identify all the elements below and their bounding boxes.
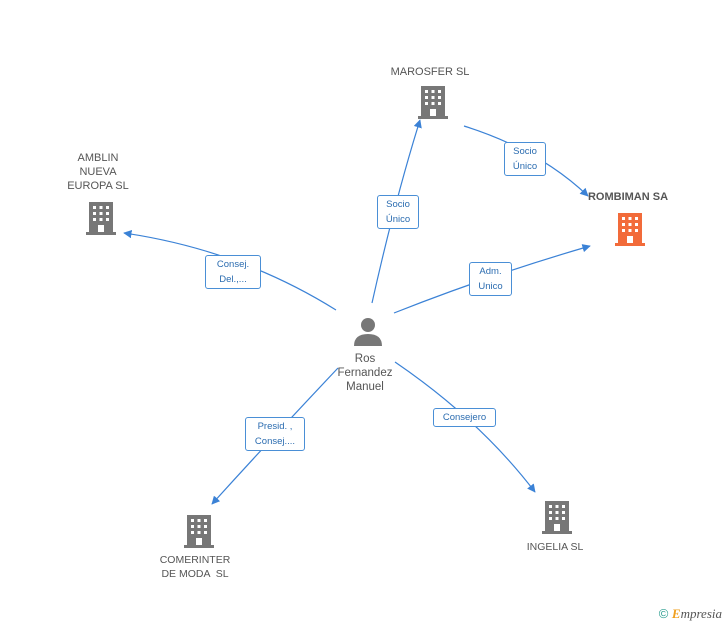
node-ingelia-label: INGELIA SL	[526, 541, 584, 553]
edge-label-line1: Socio	[513, 146, 537, 157]
node-marosfer[interactable]: MAROSFER SL	[380, 65, 480, 79]
node-center-person[interactable]: Ros Fernandez Manuel	[320, 352, 410, 394]
node-comerinter-label-line2: DE MODA SL	[161, 568, 229, 580]
building-icon	[615, 213, 645, 246]
edge-label-line1: Socio	[386, 199, 410, 210]
copyright-icon: ©	[658, 606, 669, 621]
edge-label-person-marosfer[interactable]: Socio Único	[377, 195, 419, 229]
node-rombiman-label: ROMBIMAN SA	[587, 191, 669, 203]
edge-label-person-ingelia[interactable]: Consejero	[433, 408, 496, 427]
building-icon	[184, 515, 214, 548]
node-ingelia[interactable]: INGELIA SL	[505, 540, 605, 554]
node-amblin-label-line2: NUEVA	[79, 166, 117, 178]
edge-label-line2: Unico	[478, 281, 503, 292]
edge-label-person-amblin[interactable]: Consej. Del.,...	[205, 255, 261, 289]
node-amblin[interactable]: AMBLIN NUEVA EUROPA SL	[53, 151, 143, 193]
brand-logo-rest: mpresia	[680, 606, 722, 621]
node-marosfer-label: MAROSFER SL	[390, 66, 470, 78]
edge-label-line2: Único	[512, 161, 538, 172]
building-icon	[418, 86, 448, 119]
edge-label-line1: Adm.	[479, 266, 502, 277]
building-icon	[542, 501, 572, 534]
person-label-line1: Ros	[354, 353, 376, 365]
person-label-line3: Manuel	[346, 381, 384, 393]
node-amblin-label-line3: EUROPA SL	[67, 180, 129, 192]
node-amblin-label-line1: AMBLIN	[77, 152, 119, 164]
edge-label-person-comerinter[interactable]: Presid. , Consej....	[245, 417, 305, 451]
footer-brand: © Empresia	[659, 606, 722, 622]
edge-label-line2: Consej....	[254, 436, 296, 447]
edge-person-ingelia	[394, 361, 536, 493]
brand-logo-initial: E	[671, 606, 681, 621]
edge-label-person-rombiman[interactable]: Adm. Unico	[469, 262, 512, 296]
edge-label-line1: Consej.	[216, 259, 250, 270]
building-icon	[86, 202, 116, 235]
edge-label-marosfer-rombiman[interactable]: Socio Único	[504, 142, 546, 176]
edge-label-line2: Del.,...	[219, 274, 247, 285]
brand-logo[interactable]: Empresia	[672, 606, 722, 621]
edge-label-line1: Presid. ,	[257, 421, 293, 432]
edge-label-line1: Consejero	[442, 412, 487, 423]
node-comerinter-label-line1: COMERINTER	[159, 554, 231, 566]
edge-label-line2: Único	[385, 214, 411, 225]
node-comerinter[interactable]: COMERINTER DE MODA SL	[145, 553, 245, 581]
node-rombiman[interactable]: ROMBIMAN SA	[578, 190, 678, 204]
person-label-line2: Fernandez	[337, 367, 393, 379]
person-icon	[354, 318, 382, 346]
